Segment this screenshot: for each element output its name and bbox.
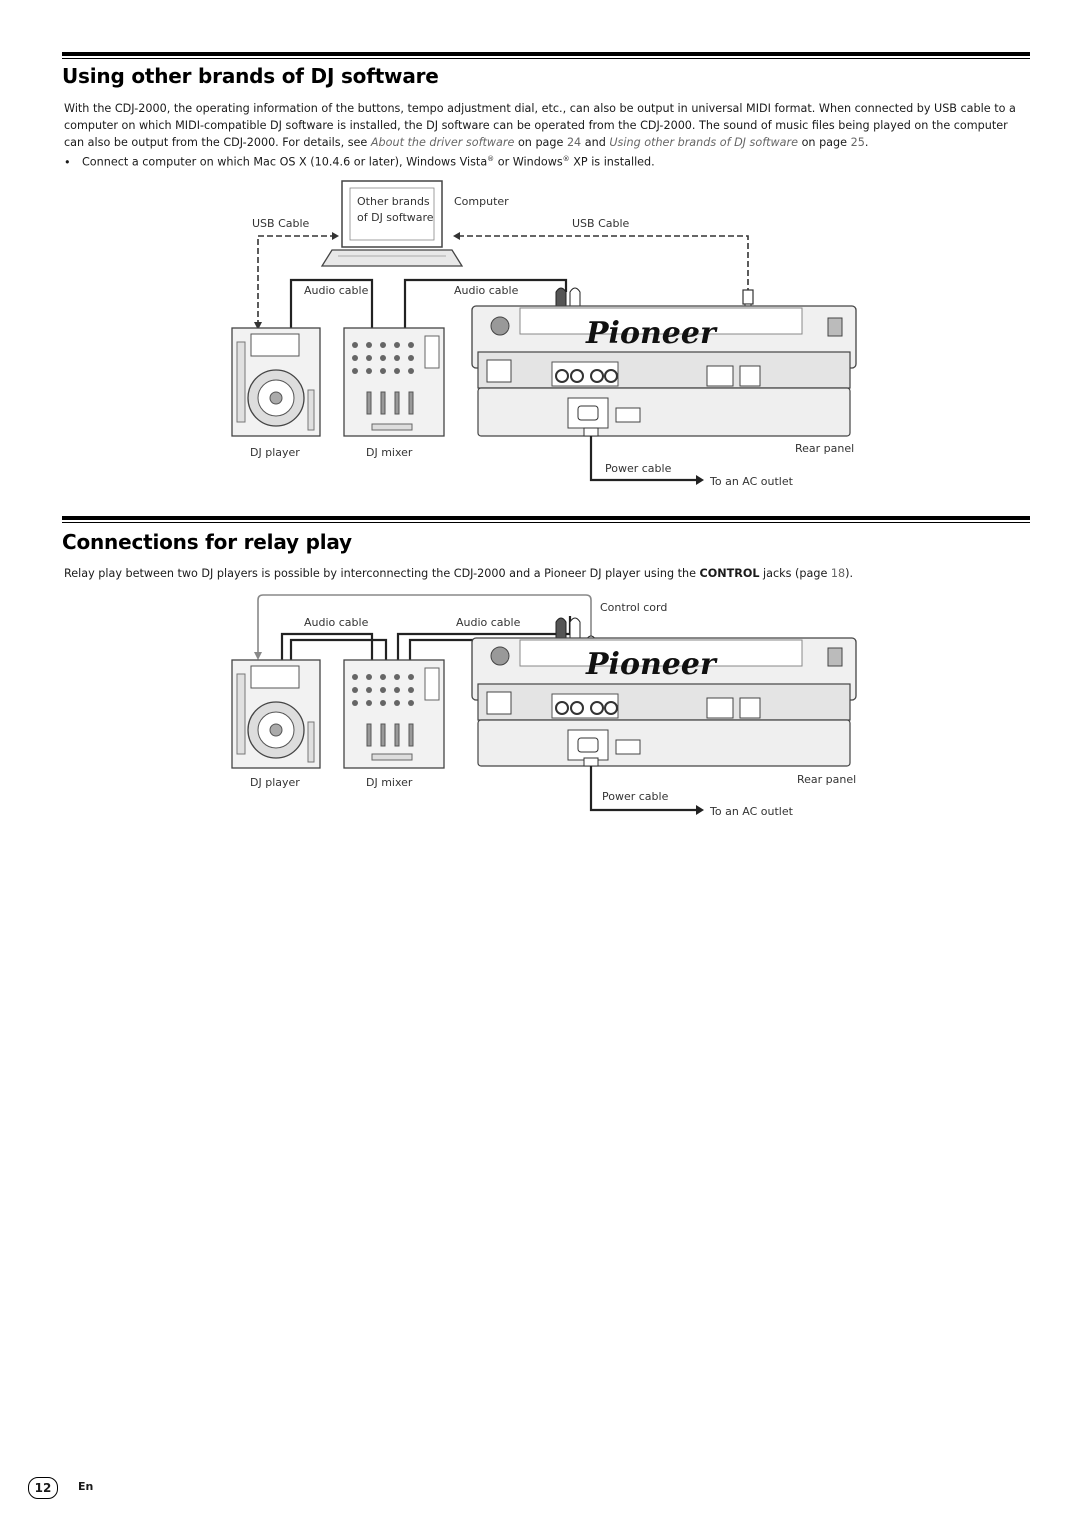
section-rule-1 (62, 52, 1030, 59)
page-link-25[interactable]: 25 (850, 136, 865, 149)
pioneer-logo: Pioneer (585, 316, 718, 351)
rear-panel-label-2: Rear panel (797, 773, 856, 786)
section-title-dj-software: Using other brands of DJ software (62, 64, 439, 88)
section-title-relay-play: Connections for relay play (62, 530, 352, 554)
relay-paragraph: Relay play between two DJ players is pos… (64, 567, 854, 580)
connection-diagram-usb: Other brands of DJ software Computer USB… (231, 180, 857, 488)
dj-mixer-icon-2 (343, 659, 445, 769)
power-cable (589, 436, 698, 482)
dj-player-label-2: DJ player (250, 776, 300, 789)
laptop-icon (320, 180, 464, 267)
audio-cable-right-label: Audio cable (454, 284, 519, 297)
audio-cable-right-label-2: Audio cable (456, 616, 521, 629)
power-plug-icon (583, 427, 599, 437)
control-cord-label: Control cord (600, 601, 667, 614)
language-code: En (78, 1480, 94, 1493)
control-cord (257, 594, 592, 656)
connection-diagram-relay: Control cord Audio cable Audio cable DJ … (231, 594, 857, 818)
audio-cable-left-label: Audio cable (304, 284, 369, 297)
usb-cable-right-label: USB Cable (572, 217, 630, 230)
audio-cable-mixer-cdj (403, 278, 568, 328)
cdj-rear-panel-icon (471, 305, 857, 437)
power-cable-label: Power cable (605, 462, 672, 475)
audio-cable-player-mixer (289, 278, 374, 328)
section-rule-2 (62, 516, 1030, 523)
dj-player-label: DJ player (250, 446, 300, 459)
page-link-24[interactable]: 24 (566, 136, 582, 149)
page-number-badge: 12 (28, 1477, 58, 1499)
intro-paragraph: With the CDJ-2000, the operating informa… (64, 102, 1016, 149)
dj-player-icon (231, 327, 321, 437)
usb-cable-right (458, 235, 749, 290)
cdj-rear-panel-icon-2 (471, 637, 857, 767)
ac-outlet-label-2: To an AC outlet (709, 805, 794, 818)
rear-panel-label: Rear panel (795, 442, 854, 455)
dj-player-icon-2 (231, 659, 321, 769)
power-cable-2 (589, 766, 698, 812)
ref-other-brands[interactable]: Using other brands of DJ software (609, 136, 799, 149)
page-link-18[interactable]: 18 (830, 567, 846, 580)
ref-driver-software[interactable]: About the driver software (370, 136, 515, 149)
usb-cable-left-label: USB Cable (252, 217, 310, 230)
computer-label: Computer (454, 195, 509, 208)
usb-plug-icon (742, 289, 754, 305)
audio-cable-player-mixer-2 (280, 632, 374, 660)
usb-cable-left (257, 235, 336, 326)
power-cable-label-2: Power cable (602, 790, 669, 803)
screen-label-1: Other brands (357, 195, 430, 208)
dj-mixer-label-2: DJ mixer (366, 776, 413, 789)
audio-cable-left-label-2: Audio cable (304, 616, 369, 629)
screen-label-2: of DJ software (357, 211, 434, 224)
requirement-bullet: •Connect a computer on which Mac OS X (1… (64, 155, 655, 169)
pioneer-logo-2: Pioneer (585, 647, 718, 682)
dj-mixer-label: DJ mixer (366, 446, 413, 459)
ac-outlet-label: To an AC outlet (709, 475, 794, 488)
power-plug-icon-2 (583, 757, 599, 767)
dj-mixer-icon (343, 327, 445, 437)
